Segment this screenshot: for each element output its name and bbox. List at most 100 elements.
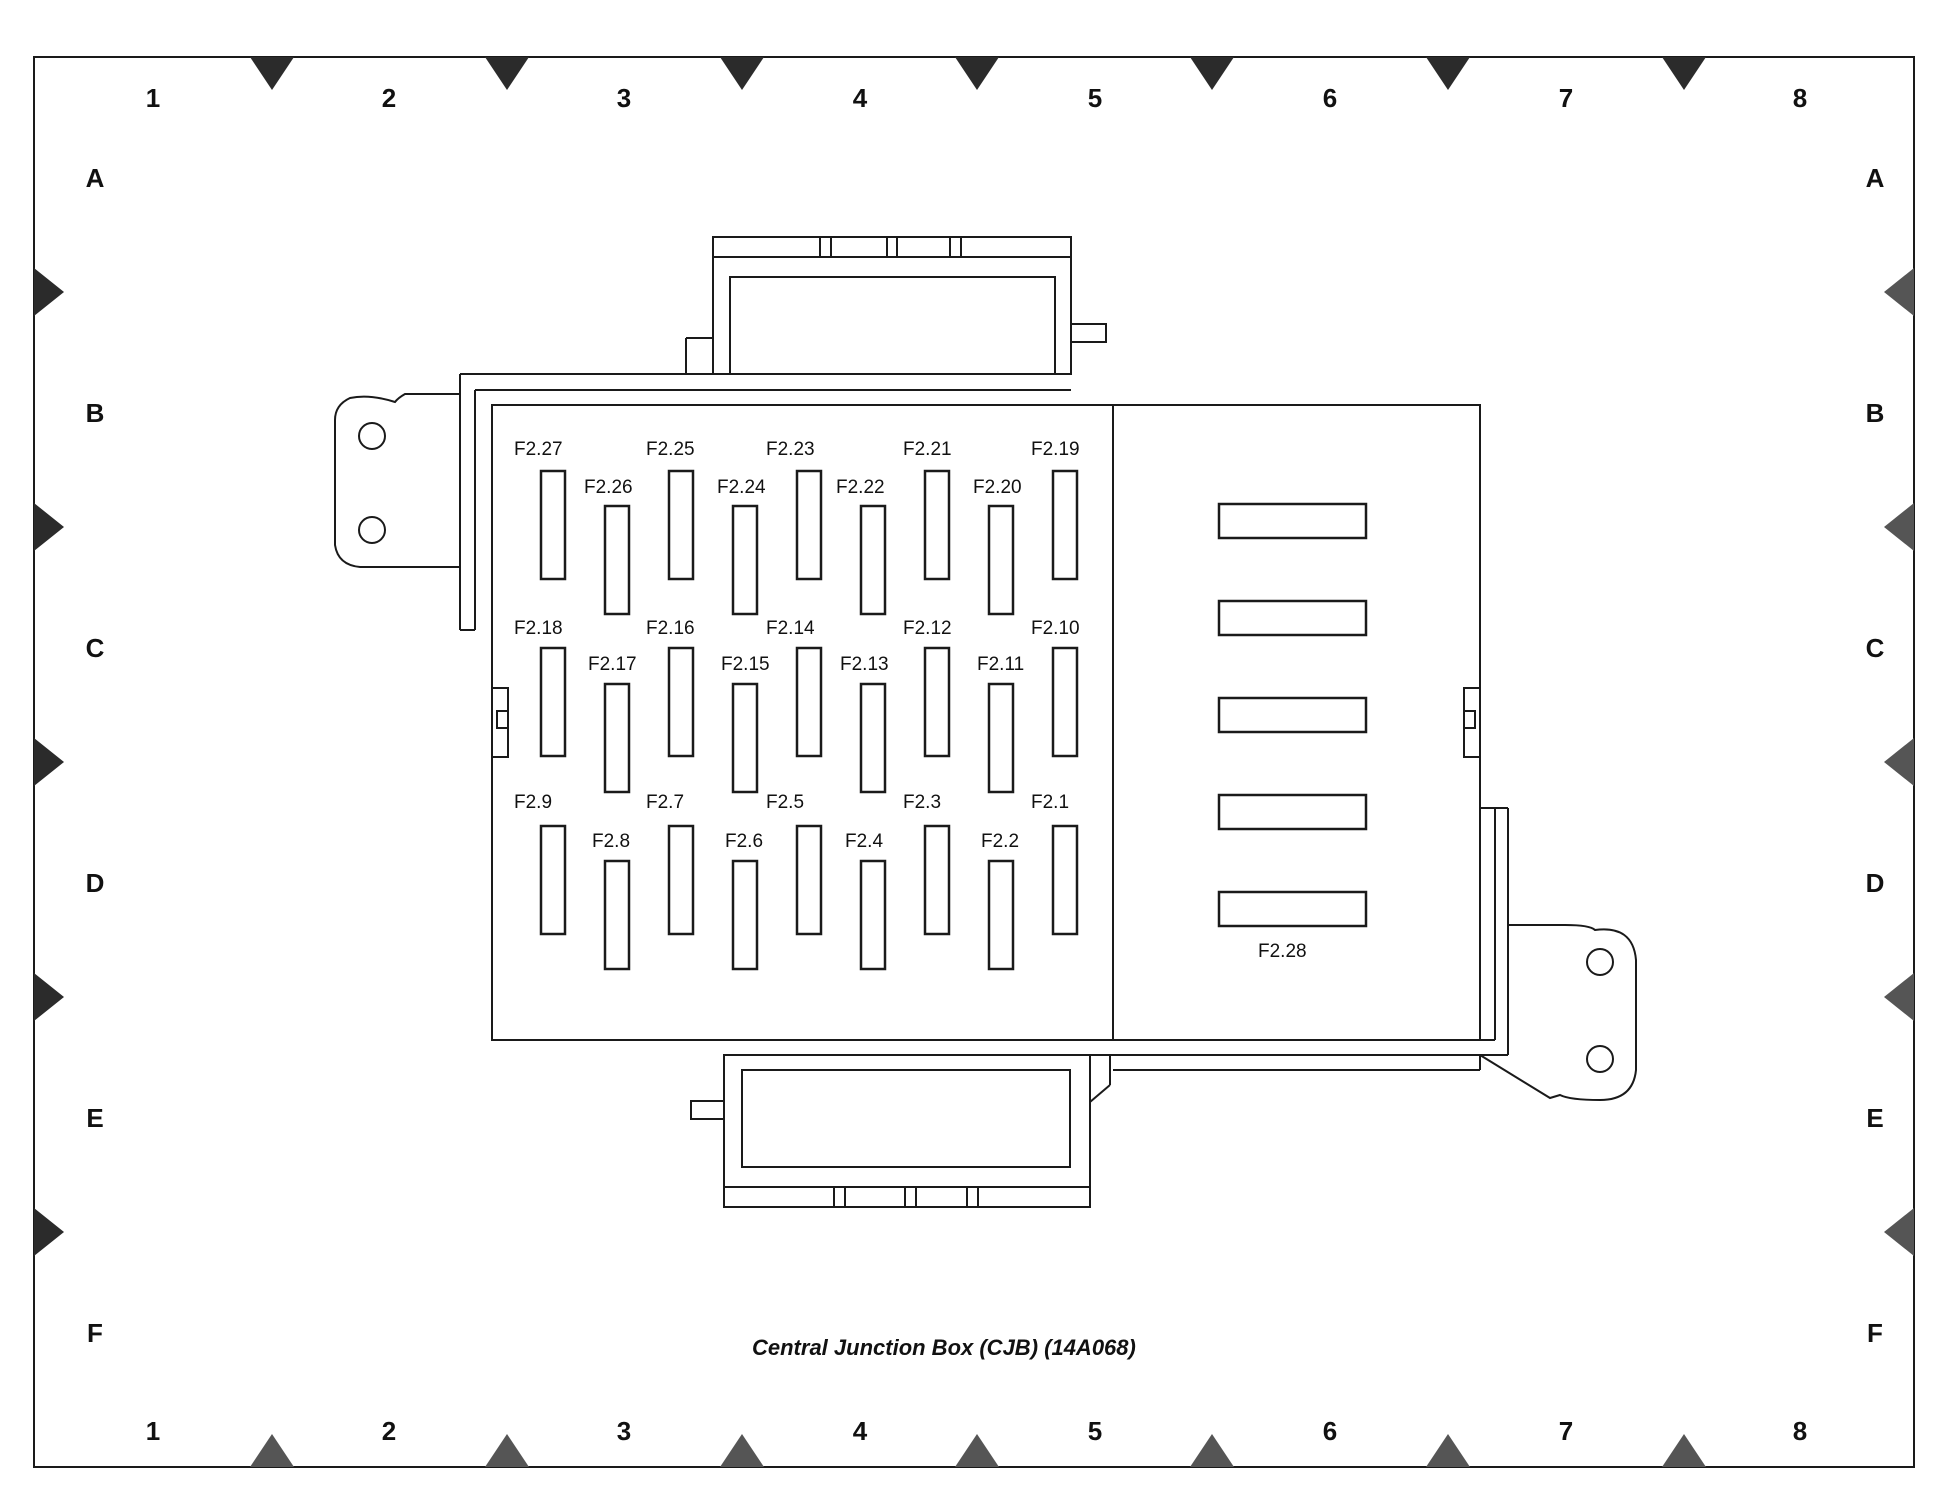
grid-column-label: 4 <box>853 1416 868 1446</box>
grid-tick-marker <box>485 1434 529 1467</box>
fuse-label: F2.1 <box>1031 792 1069 813</box>
fuse-label: F2.12 <box>903 618 952 639</box>
grid-column-label: 3 <box>617 1416 631 1446</box>
fuse-label: F2.9 <box>514 792 552 813</box>
grid-column-label: 1 <box>146 83 160 113</box>
fuse-slot <box>859 504 887 616</box>
grid-tick-marker <box>1190 1434 1234 1467</box>
grid-ticks <box>34 57 1914 1467</box>
grid-tick-marker <box>485 57 529 90</box>
fuse-slot <box>667 646 695 758</box>
grid-tick-marker <box>1662 57 1706 90</box>
fuse-slot <box>603 682 631 794</box>
fuse-slot <box>539 646 567 758</box>
fuse-label: F2.5 <box>766 792 804 813</box>
grid-tick-marker <box>1426 57 1470 90</box>
fuse-label: F2.21 <box>903 439 952 460</box>
fuse-slot <box>731 682 759 794</box>
fuse-slot <box>795 646 823 758</box>
grid-tick-marker <box>34 503 64 551</box>
fuse-slot <box>1051 824 1079 936</box>
fuse-labels: F2.27 F2.25 F2.23 F2.21 F2.19 F2.26 F2.2… <box>514 439 1307 962</box>
fuse-slot <box>923 824 951 936</box>
grid-column-label: 7 <box>1559 83 1573 113</box>
grid-tick-marker <box>250 1434 294 1467</box>
grid-column-label: 1 <box>146 1416 160 1446</box>
fuse-label: F2.16 <box>646 618 695 639</box>
fuse-slot <box>795 824 823 936</box>
fuse-label: F2.6 <box>725 831 763 852</box>
grid-column-label: 6 <box>1323 1416 1337 1446</box>
fuse-slot <box>923 469 951 581</box>
relay-slot <box>1217 890 1368 928</box>
grid-tick-marker <box>34 1208 64 1256</box>
grid-column-label: 5 <box>1088 1416 1102 1446</box>
fuse-slot <box>923 646 951 758</box>
grid-row-label: D <box>86 868 105 898</box>
fuse-label: F2.22 <box>836 477 885 498</box>
fuse-slot <box>731 504 759 616</box>
relay-slot <box>1217 599 1368 637</box>
relay-slot <box>1217 793 1368 831</box>
fuse-label: F2.11 <box>977 654 1024 675</box>
grid-column-label: 8 <box>1793 83 1807 113</box>
fuse-slot <box>603 504 631 616</box>
grid-column-label: 3 <box>617 83 631 113</box>
fuse-label: F2.3 <box>903 792 941 813</box>
grid-row-label: F <box>87 1318 103 1348</box>
grid-tick-marker <box>1190 57 1234 90</box>
fuse-slot <box>859 859 887 971</box>
grid-tick-marker <box>1884 738 1914 786</box>
fuse-label: F2.27 <box>514 439 563 460</box>
grid-tick-marker <box>1884 268 1914 316</box>
fuse-label: F2.4 <box>845 831 883 852</box>
grid-row-label: D <box>1866 868 1885 898</box>
grid-row-label: B <box>86 398 105 428</box>
fuse-label: F2.15 <box>721 654 770 675</box>
frame-border <box>33 56 1915 1468</box>
grid-tick-marker <box>955 1434 999 1467</box>
grid-tick-marker <box>1662 1434 1706 1467</box>
grid-tick-marker <box>34 973 64 1021</box>
fuse-label: F2.18 <box>514 618 563 639</box>
grid-column-label: 8 <box>1793 1416 1807 1446</box>
grid-column-label: 2 <box>382 83 396 113</box>
grid-row-label: B <box>1866 398 1885 428</box>
fuse-label: F2.7 <box>646 792 684 813</box>
junction-box-housing <box>334 236 1637 1208</box>
fuse-label: F2.14 <box>766 618 815 639</box>
fuse-slot <box>731 859 759 971</box>
grid-row-label: C <box>86 633 105 663</box>
fuse-slot <box>667 824 695 936</box>
grid-tick-marker <box>1884 503 1914 551</box>
grid-row-label: A <box>86 163 105 193</box>
fuse-slot <box>1051 646 1079 758</box>
grid-tick-marker <box>34 268 64 316</box>
grid-column-label: 4 <box>853 83 868 113</box>
fuse-slot <box>1051 469 1079 581</box>
diagram-caption: Central Junction Box (CJB) (14A068) <box>752 1335 1136 1360</box>
grid-tick-marker <box>34 738 64 786</box>
fuse-slot <box>795 469 823 581</box>
grid-tick-marker <box>1884 973 1914 1021</box>
relay-slot <box>1217 696 1368 734</box>
relay-slots <box>1217 502 1368 928</box>
fuse-label: F2.20 <box>973 477 1022 498</box>
fuse-slot <box>987 682 1015 794</box>
fuse-slot <box>667 469 695 581</box>
grid-column-label: 2 <box>382 1416 396 1446</box>
grid-column-label: 5 <box>1088 83 1102 113</box>
relay-label: F2.28 <box>1258 941 1307 962</box>
grid-row-label: E <box>86 1103 103 1133</box>
relay-slot <box>1217 502 1368 540</box>
grid-column-label: 6 <box>1323 83 1337 113</box>
grid-tick-marker <box>1426 1434 1470 1467</box>
fuse-label: F2.26 <box>584 477 633 498</box>
fuse-slot <box>987 504 1015 616</box>
fuse-label: F2.13 <box>840 654 889 675</box>
fuse-slots <box>539 469 1079 971</box>
grid-row-label: F <box>1867 1318 1883 1348</box>
fuse-slot <box>603 859 631 971</box>
